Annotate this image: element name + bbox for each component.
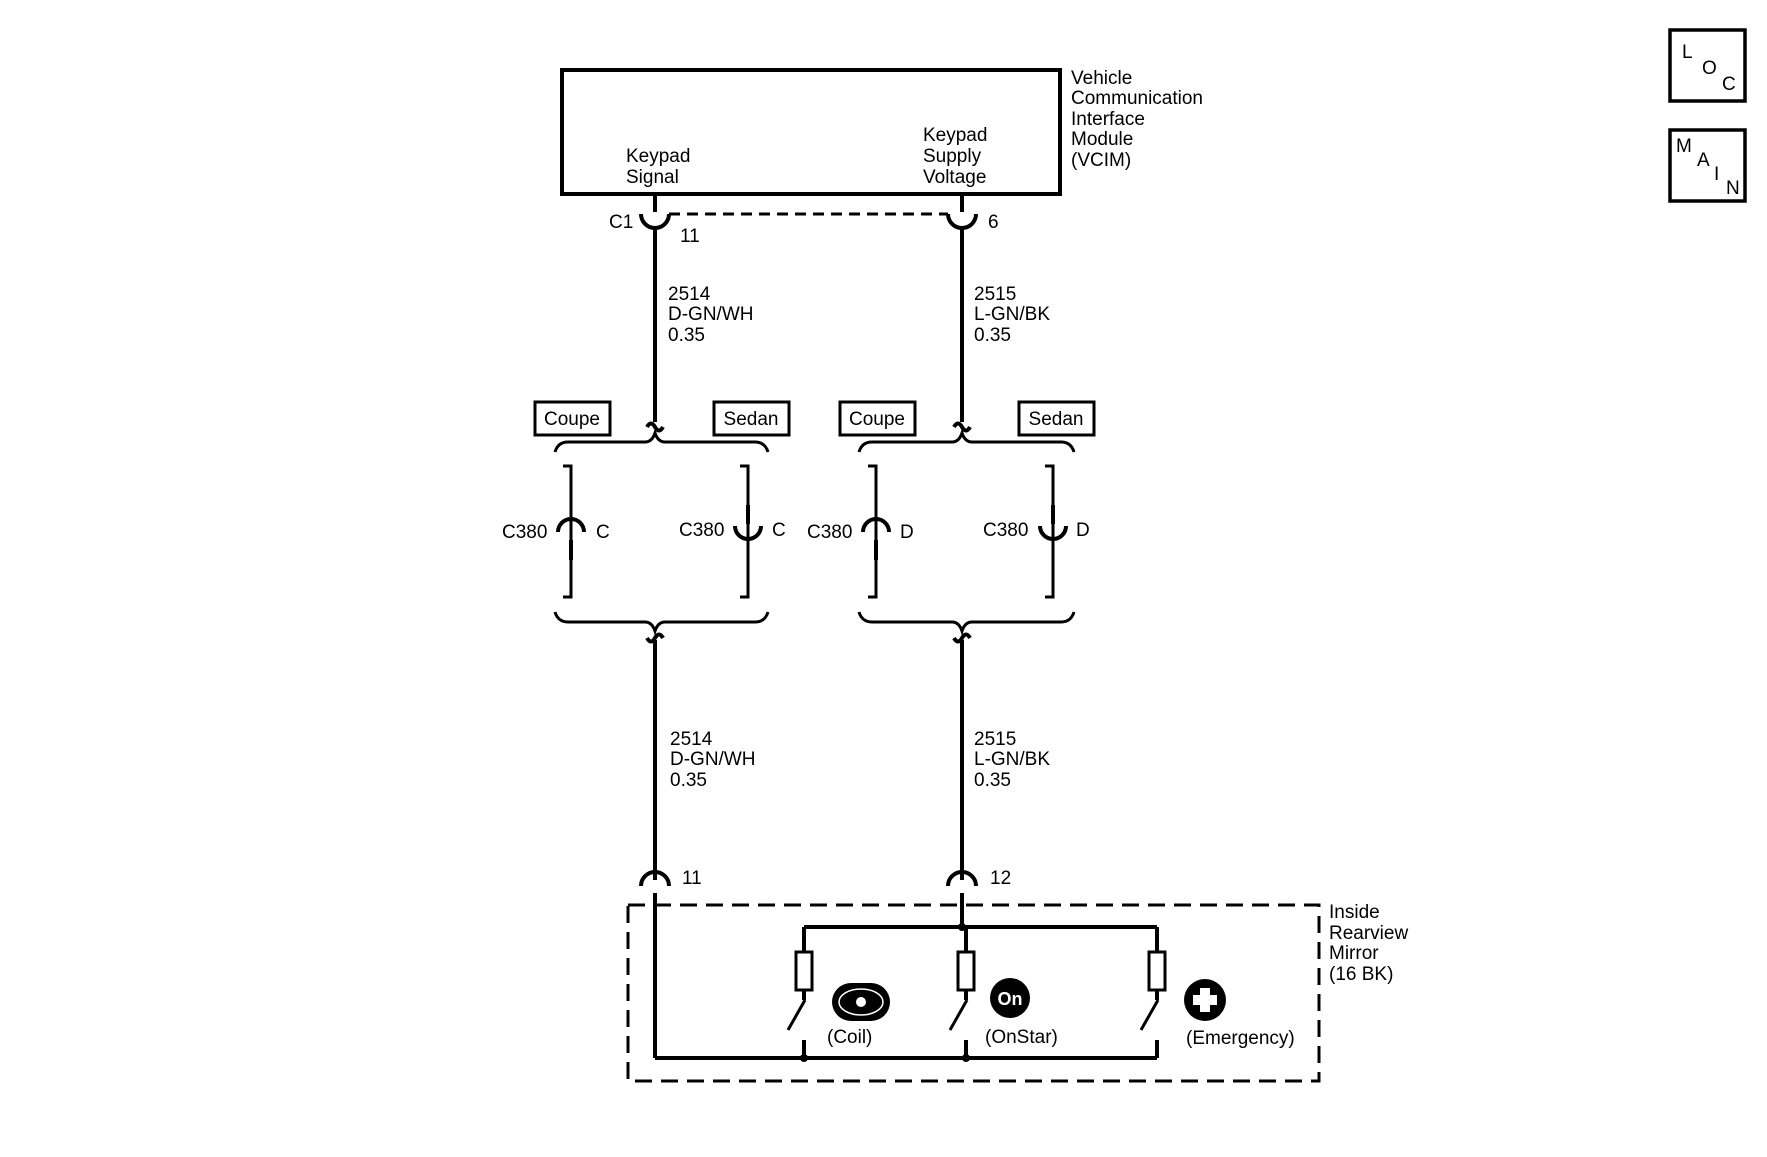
loc-letter-l: L [1682, 42, 1693, 63]
mirror-pin-12: 12 [990, 868, 1011, 889]
onstar-icon: On [990, 978, 1030, 1018]
mirror-dashed-boundary [626, 903, 1321, 1083]
onstar-switch: On (OnStar) [948, 927, 1058, 1058]
circuit-2515-upper-color: L-GN/BK [974, 304, 1050, 325]
keypad-signal-label-2: Signal [626, 167, 679, 188]
circuit-2515-upper-number: 2515 [974, 284, 1016, 305]
tag-coupe-right: Coupe [849, 409, 905, 430]
tag-sedan-right: Sedan [1029, 409, 1084, 430]
tag-coupe-left: Coupe [544, 409, 600, 430]
circuit-2514-lower-color: D-GN/WH [670, 749, 755, 770]
c380-sedan-left-cavity: C [772, 520, 786, 541]
c1-connector: C1 11 6 [609, 194, 999, 247]
loc-icon[interactable]: L O C [1668, 28, 1747, 103]
c380-sedan-right-label: C380 [983, 520, 1028, 541]
option-bracket-left [553, 421, 770, 644]
c1-connector-label: C1 [609, 212, 633, 233]
keypad-supply-label-1: Keypad [923, 125, 987, 146]
mirror-name-line-4: (16 BK) [1329, 964, 1393, 985]
main-letter-n: N [1726, 178, 1740, 199]
c380-coupe-left: C380 C [502, 464, 610, 599]
coil-resistor [794, 950, 814, 992]
vcim-name-line-2: Communication [1071, 88, 1203, 109]
keypad-signal-label-1: Keypad [626, 146, 690, 167]
emergency-label: (Emergency) [1186, 1028, 1295, 1049]
c380-sedan-left: C380 C [679, 464, 786, 599]
coil-switch-contact [786, 999, 807, 1031]
main-icon[interactable]: M A I N [1668, 128, 1747, 203]
vcim-name-line-5: (VCIM) [1071, 150, 1131, 171]
emergency-switch-contact [1139, 999, 1160, 1031]
circuit-2514-lower-gauge: 0.35 [670, 770, 707, 791]
c380-sedan-right-cavity: D [1076, 520, 1090, 541]
circuit-2515-lower-number: 2515 [974, 729, 1016, 750]
main-letter-a: A [1697, 150, 1710, 171]
coil-switch: (Coil) [786, 927, 890, 1058]
vcim-name-line-1: Vehicle [1071, 68, 1132, 89]
option-tags: Coupe Sedan Coupe Sedan [533, 400, 1096, 437]
circuit-2514-lower-number: 2514 [670, 729, 713, 750]
mirror-pin-11: 11 [682, 868, 702, 889]
tag-sedan-left: Sedan [724, 409, 779, 430]
c1-pin-11: 11 [680, 226, 700, 247]
mirror-connector: 11 12 [639, 868, 1011, 910]
vcim-module: Vehicle Communication Interface Module (… [560, 68, 1203, 196]
c380-coupe-left-label: C380 [502, 522, 547, 543]
vcim-name-line-3: Interface [1071, 109, 1145, 130]
circuit-2515-upper-gauge: 0.35 [974, 325, 1011, 346]
emergency-switch: (Emergency) [1139, 927, 1295, 1058]
onstar-icon-text: On [998, 989, 1023, 1009]
vcim-name-line-4: Module [1071, 129, 1133, 150]
main-letter-m: M [1676, 136, 1692, 157]
coil-icon [832, 983, 890, 1021]
c380-sedan-right: C380 D [983, 464, 1090, 599]
mirror-name-line-2: Rearview [1329, 923, 1408, 944]
loc-letter-o: O [1702, 58, 1717, 79]
circuit-2514-upper-color: D-GN/WH [668, 304, 753, 325]
mirror-name-line-1: Inside [1329, 902, 1380, 923]
emergency-resistor [1147, 950, 1167, 992]
c380-coupe-left-cavity: C [596, 522, 610, 543]
onstar-resistor [956, 950, 976, 992]
c380-coupe-right-cavity: D [900, 522, 914, 543]
c1-pin-6: 6 [988, 212, 999, 233]
circuit-2515-lower-color: L-GN/BK [974, 749, 1050, 770]
onstar-switch-contact [948, 999, 969, 1031]
circuit-2514-upper-number: 2514 [668, 284, 711, 305]
vcim-module-box [560, 68, 1062, 196]
c380-coupe-right: C380 D [807, 464, 914, 599]
main-letter-i: I [1714, 164, 1719, 185]
onstar-label: (OnStar) [985, 1027, 1058, 1048]
upper-wires: 2514 D-GN/WH 0.35 2515 L-GN/BK 0.35 [653, 228, 1050, 422]
coil-label: (Coil) [827, 1027, 872, 1048]
circuit-2515-lower-gauge: 0.35 [974, 770, 1011, 791]
emergency-cross-icon [1184, 979, 1226, 1021]
option-bracket-right [857, 421, 1076, 644]
keypad-supply-label-3: Voltage [923, 167, 986, 188]
mirror-name-line-3: Mirror [1329, 943, 1379, 964]
lower-wires: 2514 D-GN/WH 0.35 2515 L-GN/BK 0.35 [653, 640, 1050, 880]
inside-rearview-mirror: Inside Rearview Mirror (16 BK) (Coil) [626, 902, 1408, 1083]
circuit-2514-upper-gauge: 0.35 [668, 325, 705, 346]
c380-sedan-left-label: C380 [679, 520, 724, 541]
c380-coupe-right-label: C380 [807, 522, 852, 543]
keypad-supply-label-2: Supply [923, 146, 982, 167]
loc-letter-c: C [1722, 74, 1736, 95]
